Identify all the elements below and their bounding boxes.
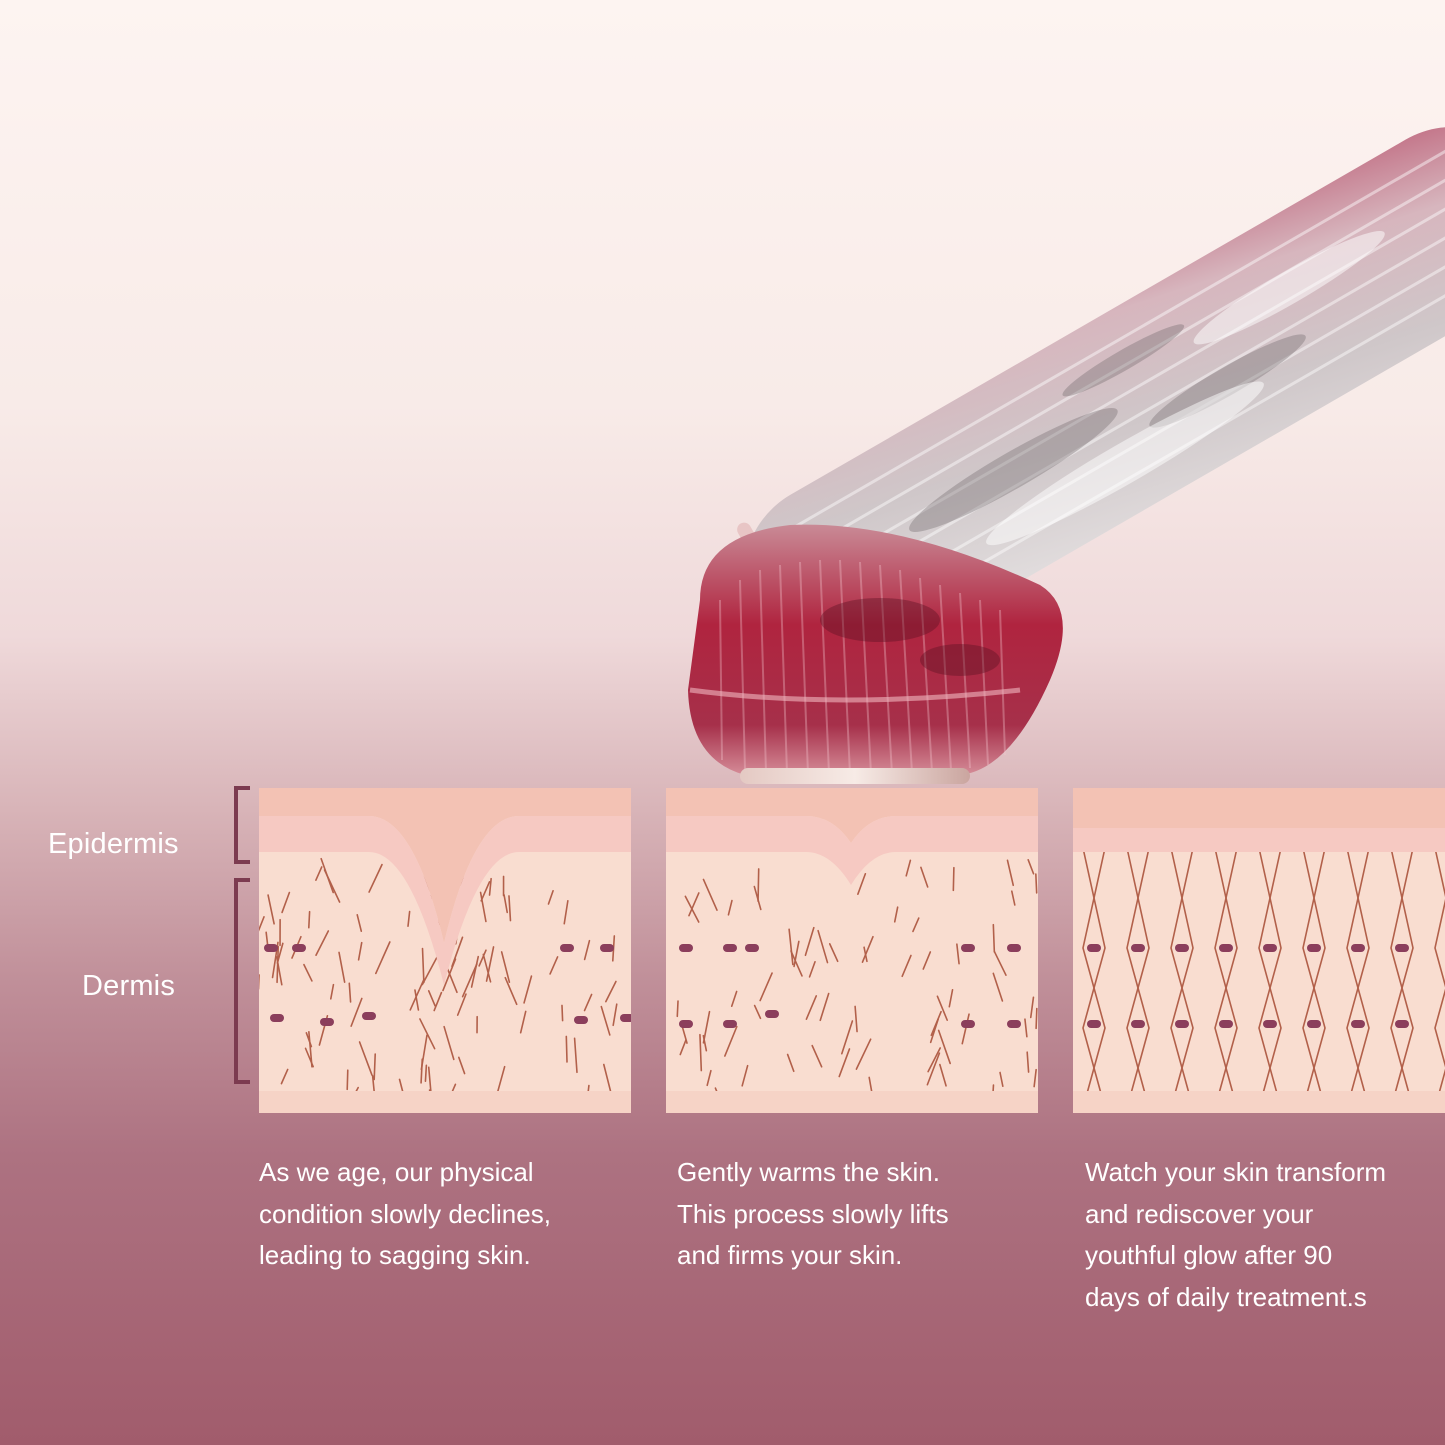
epidermis-bracket xyxy=(234,786,250,864)
skin-panel-aging xyxy=(259,788,631,1113)
caption-result: Watch your skin transform and rediscover… xyxy=(1085,1157,1387,1312)
caption-aging: As we age, our physical condition slowly… xyxy=(259,1157,551,1270)
microcurrent-device-icon xyxy=(688,126,1445,784)
skin-panel-result xyxy=(1073,788,1445,1113)
dermis-bracket xyxy=(234,878,250,1084)
dermis-label: Dermis xyxy=(82,970,176,1002)
caption-treatment: Gently warms the skin. This process slow… xyxy=(677,1157,949,1270)
skin-panel-treatment xyxy=(666,788,1038,1113)
epidermis-label: Epidermis xyxy=(48,828,179,860)
